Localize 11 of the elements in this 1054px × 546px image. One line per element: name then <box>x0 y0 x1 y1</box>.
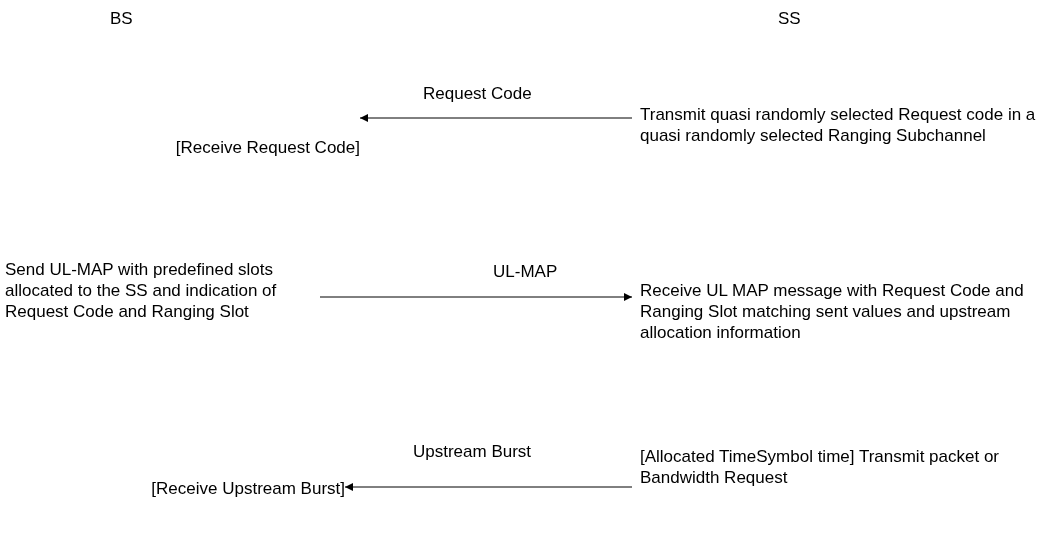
message-arrow <box>344 483 633 491</box>
step-text: Send UL-MAP with predefined slots allocated to the SS and indication of Request Code and Ranging Slot <box>5 259 278 322</box>
step-text: [Allocated TimeSymbol time] Transmit packet or Bandwidth Request <box>640 446 1001 488</box>
step-text: [Receive Upstream Burst] <box>150 478 345 499</box>
step-text: Transmit quasi randomly selected Request code in a quasi randomly selected Ranging Subchannel <box>640 104 1037 146</box>
message-arrow <box>359 114 633 122</box>
lifeline-heading: BS <box>110 8 133 29</box>
message-arrow <box>319 293 633 301</box>
step-text: [Receive Request Code] <box>174 137 360 158</box>
lifeline-heading: SS <box>778 8 801 29</box>
step-text: Receive UL MAP message with Request Code and Ranging Slot matching sent values and upstream allocation information <box>640 280 1025 343</box>
